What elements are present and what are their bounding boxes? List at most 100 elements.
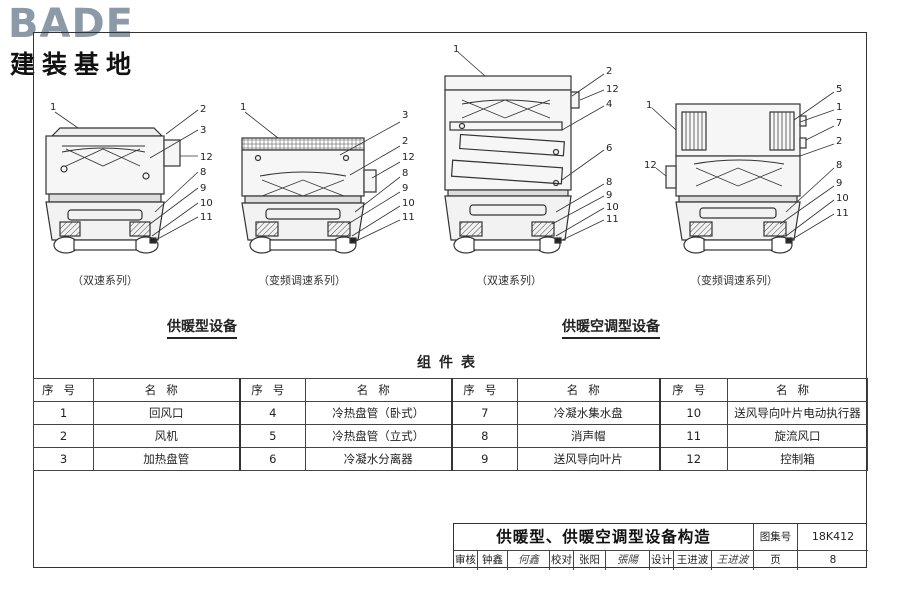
atlas-number: 18K412 — [811, 530, 855, 543]
checker-name: 张阳 — [574, 551, 606, 570]
part-no: 12 — [658, 447, 728, 471]
diagram-dual-speed-heating-ac — [444, 51, 605, 254]
callout-d1-10: 10 — [200, 198, 213, 209]
caption-d3: （双速系列） — [476, 274, 542, 287]
part-no: 1 — [33, 401, 94, 425]
callout-d4-10: 10 — [836, 193, 849, 204]
parts-table-header: 序号 名称 序号 名称 序号 名称 序号 名称 — [33, 378, 868, 402]
callout-d2-10: 10 — [402, 198, 415, 209]
part-no: 7 — [450, 401, 518, 425]
table-row: 3 加热盘管 6 冷凝水分离器 9 送风导向叶片 12 控制箱 — [33, 447, 868, 471]
callout-d2-2: 2 — [402, 136, 408, 147]
page-number: 8 — [829, 554, 837, 566]
design-label: 设计 — [650, 551, 674, 570]
atlas-number-label: 图集号 — [754, 524, 798, 550]
header-no: 序号 — [450, 378, 518, 402]
callout-d4-1-left: 1 — [646, 100, 652, 111]
part-name: 送风导向叶片电动执行器 — [727, 401, 868, 425]
header-no: 序号 — [658, 378, 728, 402]
callout-d3-12: 12 — [606, 84, 619, 95]
callout-d4-8: 8 — [836, 160, 842, 171]
header-no: 序号 — [33, 378, 94, 402]
callout-d1-1: 1 — [50, 102, 56, 113]
part-no: 10 — [658, 401, 728, 425]
callout-d3-11: 11 — [606, 214, 619, 225]
title-block: 供暖型、供暖空调型设备构造 图集号 18K412 审核 钟鑫 何鑫 校对 张阳 … — [453, 523, 868, 570]
callout-d2-11: 11 — [402, 212, 415, 223]
part-name: 消声帽 — [517, 424, 660, 448]
part-no: 8 — [450, 424, 518, 448]
logo-wordmark: BADE — [8, 1, 134, 47]
callout-d1-3: 3 — [200, 125, 206, 136]
callout-d4-12: 12 — [644, 160, 657, 171]
part-name: 送风导向叶片 — [517, 447, 660, 471]
group-title-heating-ac: 供暖空调型设备 — [562, 316, 660, 339]
part-no: 3 — [33, 447, 94, 471]
callout-d2-3: 3 — [402, 110, 408, 121]
designer-signature: 王进波 — [712, 551, 754, 570]
table-row: 1 回风口 4 冷热盘管（卧式） 7 冷凝水集水盘 10 送风导向叶片电动执行器 — [33, 401, 868, 425]
part-name: 回风口 — [93, 401, 240, 425]
part-name: 风机 — [93, 424, 240, 448]
callout-d2-1: 1 — [240, 102, 246, 113]
header-no: 序号 — [238, 378, 306, 402]
callout-d4-11: 11 — [836, 208, 849, 219]
callout-d2-12: 12 — [402, 152, 415, 163]
callout-d1-11: 11 — [200, 212, 213, 223]
part-no: 5 — [238, 424, 306, 448]
header-name: 名称 — [305, 378, 452, 402]
part-name: 加热盘管 — [93, 447, 240, 471]
header-name: 名称 — [93, 378, 240, 402]
signature-row: 审核 钟鑫 何鑫 校对 张阳 張陽 设计 王进波 王进波 页 8 — [454, 550, 868, 570]
callout-d2-9: 9 — [402, 183, 408, 194]
caption-d1: （双速系列） — [72, 274, 138, 287]
callout-d3-6: 6 — [606, 143, 612, 154]
callout-d3-1: 1 — [453, 44, 459, 55]
drawing-frame — [33, 32, 867, 568]
callout-d1-12: 12 — [200, 152, 213, 163]
checker-signature: 張陽 — [606, 551, 650, 570]
callout-d1-9: 9 — [200, 183, 206, 194]
callout-d3-8: 8 — [606, 177, 612, 188]
caption-d4: （变频调速系列） — [690, 274, 778, 287]
callout-d1-2: 2 — [200, 104, 206, 115]
part-no: 11 — [658, 424, 728, 448]
diagram-dual-speed-heating — [45, 109, 199, 254]
part-name: 冷凝水分离器 — [305, 447, 452, 471]
group-title-heating: 供暖型设备 — [167, 316, 237, 339]
logo-subtitle: 建装基地 — [10, 50, 139, 79]
part-name: 冷热盘管（立式） — [305, 424, 452, 448]
review-label: 审核 — [454, 551, 478, 570]
callout-d2-8: 8 — [402, 168, 408, 179]
callout-d4-7: 7 — [836, 118, 842, 129]
callout-d1-8: 8 — [200, 167, 206, 178]
part-no: 6 — [238, 447, 306, 471]
callout-d4-9: 9 — [836, 178, 842, 189]
part-name: 旋流风口 — [727, 424, 868, 448]
check-label: 校对 — [550, 551, 574, 570]
table-row: 2 风机 5 冷热盘管（立式） 8 消声帽 11 旋流风口 — [33, 424, 868, 448]
caption-d2: （变频调速系列） — [258, 274, 346, 287]
parts-table: 序号 名称 序号 名称 序号 名称 序号 名称 1 回风口 4 冷热盘管（卧式）… — [33, 378, 868, 471]
page-label: 页 — [754, 551, 798, 570]
drawing-title: 供暖型、供暖空调型设备构造 — [454, 524, 754, 550]
callout-d3-2: 2 — [606, 66, 612, 77]
part-name: 冷凝水集水盘 — [517, 401, 660, 425]
callout-d3-4: 4 — [606, 99, 612, 110]
designer-name: 王进波 — [674, 551, 712, 570]
reviewer-signature: 何鑫 — [508, 551, 550, 570]
parts-table-title: 组件表 — [417, 355, 483, 371]
callout-d4-2: 2 — [836, 136, 842, 147]
diagram-vfd-heating — [241, 111, 401, 254]
callout-d3-10: 10 — [606, 202, 619, 213]
header-name: 名称 — [517, 378, 660, 402]
part-no: 4 — [238, 401, 306, 425]
diagram-vfd-heating-ac — [651, 91, 835, 254]
callout-d4-1-right: 1 — [836, 102, 842, 113]
part-no: 9 — [450, 447, 518, 471]
part-name: 冷热盘管（卧式） — [305, 401, 452, 425]
callout-d3-9: 9 — [606, 190, 612, 201]
header-name: 名称 — [727, 378, 868, 402]
reviewer-name: 钟鑫 — [478, 551, 508, 570]
